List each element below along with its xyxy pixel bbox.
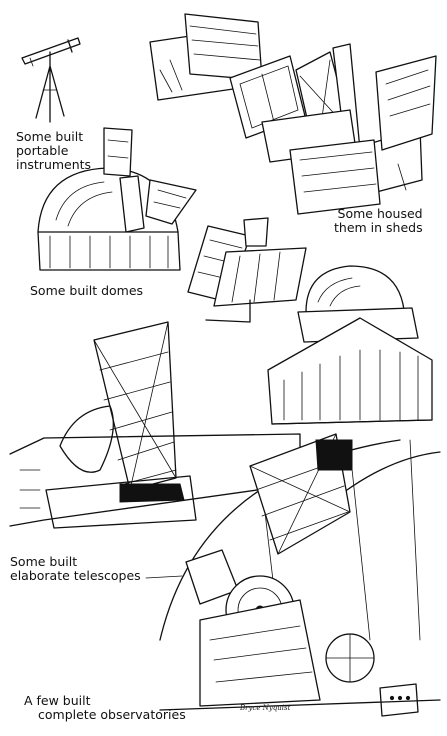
artist-signature: Bryce Nyquist [240,704,291,712]
observatory-interior-sketch [145,433,441,717]
caption-line: Some housed [337,206,423,221]
caption-line: Some built domes [30,283,144,298]
caption-domes: Some built domes [30,284,143,298]
portable-telescope-sketch [21,37,81,123]
caption-line: Some built [10,554,78,569]
caption-elaborate-telescopes: Some built elaborate telescopes [10,555,141,583]
caption-line: instruments [16,157,92,172]
roof-building-sketch [187,217,307,323]
caption-portable-instruments: Some built portable instruments [16,130,91,172]
caption-line: them in sheds [334,220,423,235]
caption-line: Some built [16,129,84,144]
caption-observatories: A few built complete observatories [24,694,186,722]
shed-sketch [149,13,437,215]
dome-house-sketch [267,265,433,425]
caption-line: portable [16,143,69,158]
elaborate-telescope-sketch [9,321,301,529]
caption-sheds: Some housed them in sheds [334,207,423,235]
caption-line: elaborate telescopes [10,568,141,583]
caption-line: A few built [24,693,91,708]
caption-line: complete observatories [38,707,186,722]
dome-sketch [37,127,197,271]
